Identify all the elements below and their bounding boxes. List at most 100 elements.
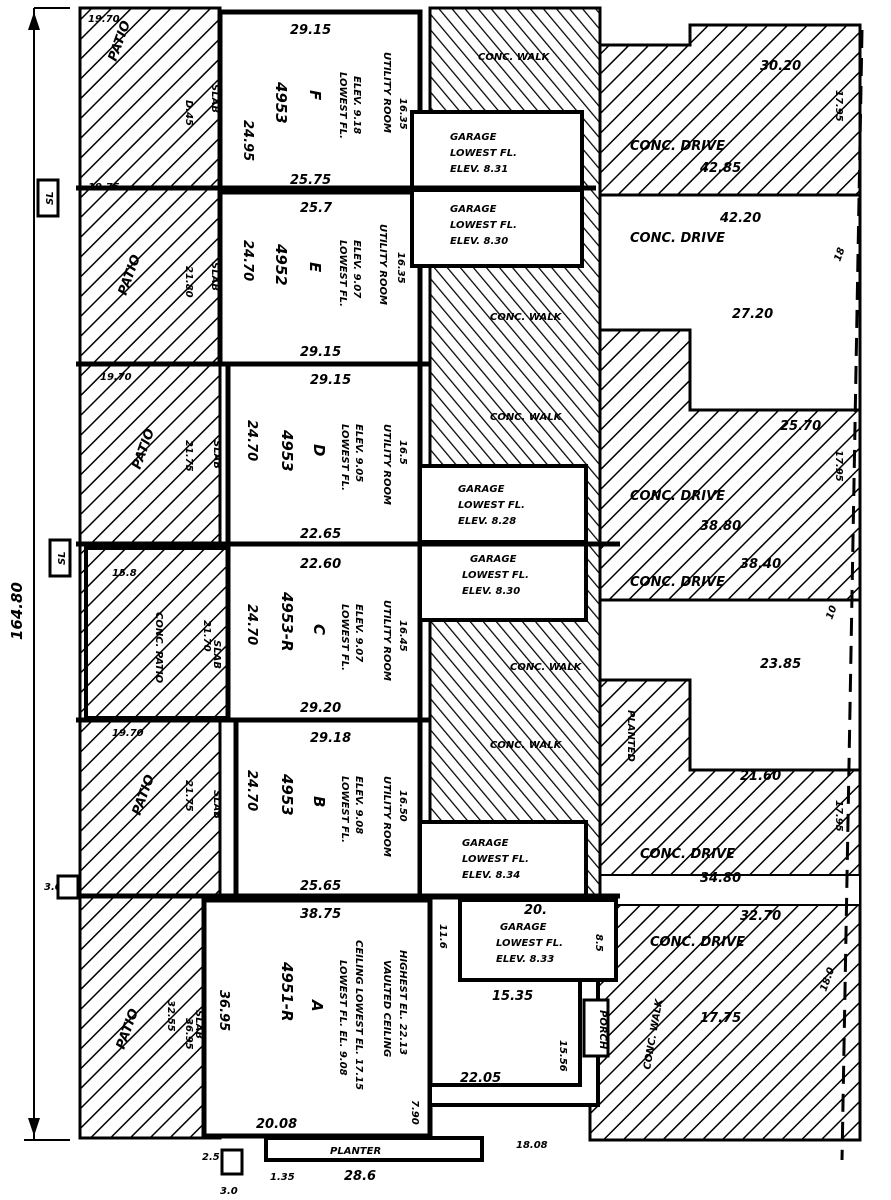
marker-2: SL	[48, 538, 72, 578]
unit-a-elev: CEILING LOWEST EL. 17.15	[353, 940, 364, 1090]
planter-dim: 28.6	[344, 1169, 376, 1184]
unit-d-letter: D	[310, 444, 328, 456]
unit-f-floor: LOWEST FL.	[337, 72, 348, 139]
unit-c-drive-top: 38.40	[740, 557, 781, 572]
unit-e-address: 4952	[272, 243, 290, 286]
unit-c-patio-block	[84, 546, 230, 720]
porch-label: PORCH	[597, 1010, 608, 1050]
unit-d-elev: ELEV. 9.05	[353, 424, 364, 482]
unit-b-elev: ELEV. 9.08	[353, 776, 364, 834]
unit-e-garage-elev: ELEV. 8.30	[450, 236, 508, 247]
unit-d-utility: UTILITY ROOM	[381, 424, 392, 505]
unit-d-utility-dim: 16.5	[397, 440, 408, 465]
unit-c-drive-bottom: 23.85	[760, 657, 801, 672]
unit-c-patio: CONC. PATIO	[153, 612, 164, 684]
unit-b-slab: SLAB	[211, 790, 222, 819]
unit-b-drive-side: 17.95	[833, 800, 844, 832]
unit-d-slab: SLAB	[211, 440, 222, 469]
unit-f-drive: CONC. DRIVE	[630, 139, 725, 154]
unit-c-walk: CONC. WALK	[510, 662, 583, 673]
corner-c: 2.5	[202, 1152, 220, 1163]
unit-d-drive-bottom: 38.80	[700, 519, 741, 534]
unit-e-drive-side: 18	[832, 246, 847, 263]
overall-dimension-label: 164.80	[8, 582, 26, 640]
porch: PORCH	[582, 998, 610, 1058]
unit-b-drive-bottom: 34.80	[700, 871, 741, 886]
lower-left-dim: 3.0	[220, 1186, 238, 1197]
unit-e-garage	[410, 188, 584, 268]
unit-d: 29.15 22.65 24.70 4953 D LOWEST FL. ELEV…	[100, 361, 844, 547]
unit-e-drive: CONC. DRIVE	[630, 231, 725, 246]
unit-b-garage-label: GARAGE	[462, 838, 509, 849]
unit-d-walk: CONC. WALK	[490, 412, 563, 423]
unit-f-patio-dim: 19.70	[88, 14, 120, 25]
unit-b-patio-dim: 19.70	[112, 728, 144, 739]
unit-f: 29.15 25.75 24.95 4953 F LOWEST FL. ELEV…	[88, 9, 844, 195]
unit-b-slab-dim: 21.75	[183, 780, 194, 812]
unit-f-walk: CONC. WALK	[478, 52, 551, 63]
unit-f-interior	[217, 9, 423, 195]
property-line	[840, 29, 864, 1161]
unit-e-walk: CONC. WALK	[490, 312, 563, 323]
unit-a-address: 4951-R	[278, 961, 296, 1022]
front-dim-c: 15.56	[557, 1040, 568, 1072]
dim-a-side: 11.6	[437, 924, 448, 949]
unit-e-top-dim: 25.7	[300, 201, 333, 216]
unit-d-drive: CONC. DRIVE	[630, 489, 725, 504]
unit-c-bottom-dim: 29.20	[300, 701, 341, 716]
unit-d-bottom-dim: 22.65	[300, 527, 341, 542]
unit-c-floor: LOWEST FL.	[339, 604, 350, 671]
unit-a-letter: A	[308, 999, 326, 1012]
unit-e-letter: E	[306, 262, 324, 273]
unit-d-garage-label: GARAGE	[458, 484, 505, 495]
unit-e-bottom-dim: 29.15	[300, 345, 341, 360]
unit-c-slab-dim: 21.70	[201, 620, 212, 652]
unit-f-garage-floor: LOWEST FL.	[450, 148, 517, 159]
unit-a-garage	[458, 898, 618, 982]
unit-c-patio-dim: 15.8	[112, 568, 137, 579]
unit-d-drive-top: 25.70	[780, 419, 821, 434]
lower-mid-dim: 18.08	[516, 1140, 548, 1151]
unit-f-slab-dim: D.45	[183, 100, 194, 126]
a-left-small: 7.90	[409, 1100, 420, 1125]
unit-e: 25.7 29.15 24.70 4952 E LOWEST FL. ELEV.…	[88, 182, 848, 367]
unit-a-slab-dim: 36.95	[183, 1018, 194, 1050]
unit-f-drive-top: 30.20	[760, 59, 801, 74]
unit-c-garage-elev: ELEV. 8.30	[462, 586, 520, 597]
unit-b-letter: B	[310, 796, 328, 807]
unit-c-drive: CONC. DRIVE	[630, 575, 725, 590]
unit-e-elev: ELEV. 9.07	[351, 240, 362, 298]
unit-b-top-dim: 29.18	[310, 731, 351, 746]
unit-f-utility-dim: 16.35	[397, 98, 408, 130]
overall-dimension: 164.80	[8, 7, 70, 1141]
unit-c-slab: SLAB	[211, 640, 222, 669]
unit-d-address: 4953	[278, 429, 296, 472]
unit-a-drive-bottom: 17.75	[700, 1011, 741, 1026]
unit-a-patio-dim: 32.55	[165, 1000, 176, 1032]
planter-label: PLANTER	[330, 1146, 381, 1157]
unit-c-garage-floor: LOWEST FL.	[462, 570, 529, 581]
unit-b: 29.18 25.65 24.70 4953 B LOWEST FL. ELEV…	[112, 717, 844, 899]
corner-a: 3.0	[44, 882, 62, 893]
dim-a-garage: 8.5	[593, 934, 604, 952]
unit-f-elev: ELEV. 9.18	[351, 76, 362, 134]
marker-2-label: SL	[57, 551, 68, 565]
unit-f-bottom-dim: 25.75	[290, 173, 331, 188]
unit-b-garage-floor: LOWEST FL.	[462, 854, 529, 865]
unit-e-left-dim: 24.70	[240, 240, 255, 281]
unit-e-garage-floor: LOWEST FL.	[450, 220, 517, 231]
unit-b-garage-elev: ELEV. 8.34	[462, 870, 520, 881]
unit-a-floor: LOWEST FL. EL. 9.08	[337, 960, 348, 1076]
unit-e-floor: LOWEST FL.	[337, 240, 348, 307]
marker-1-label: SL	[45, 191, 56, 205]
unit-c-elev: ELEV. 9.07	[353, 604, 364, 662]
planted-label: PLANTED	[625, 710, 636, 762]
unit-c-address: 4953-R	[278, 591, 296, 652]
unit-a-interior	[201, 897, 433, 1139]
unit-e-slab: SLAB	[209, 262, 220, 291]
unit-d-floor: LOWEST FL.	[339, 424, 350, 491]
unit-b-utility-dim: 16.50	[397, 790, 408, 822]
front-dim-b: 15.35	[492, 989, 533, 1004]
planter: PLANTER 28.6	[264, 1136, 484, 1184]
driveway-gap-3	[599, 874, 861, 906]
